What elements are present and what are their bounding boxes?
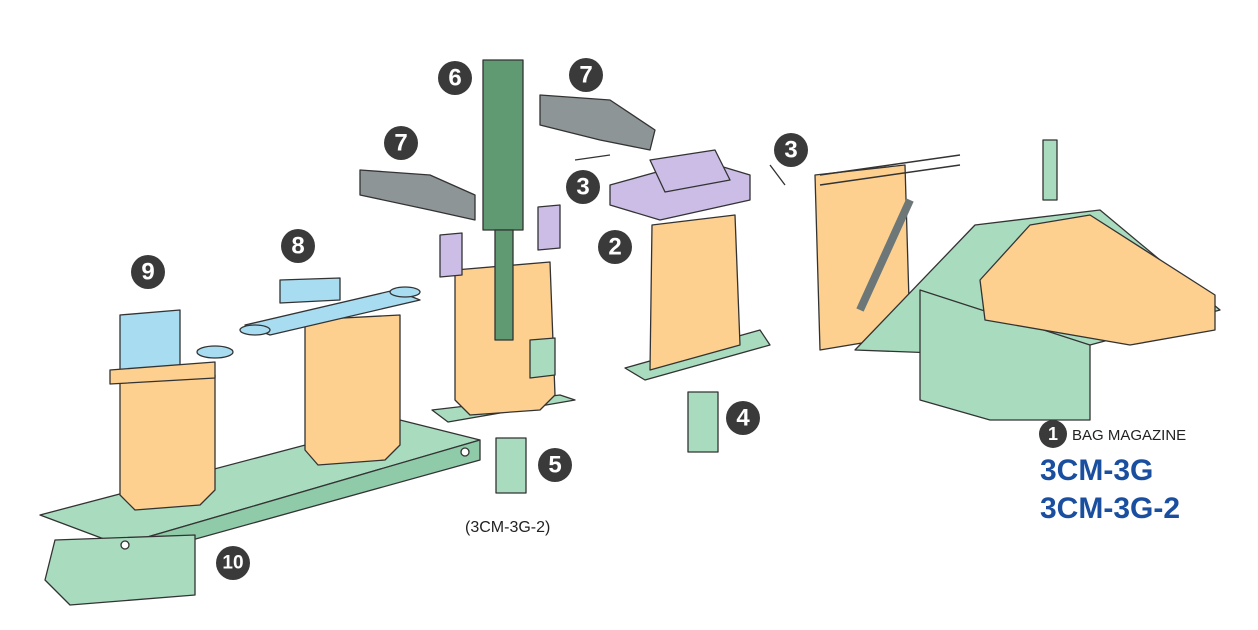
bag-station-8: [239, 277, 421, 466]
callout-2: 2: [598, 230, 632, 264]
svg-text:9: 9: [141, 259, 154, 286]
model-name-2: 3CM-3G-2: [1040, 492, 1180, 525]
callout-1: 1: [1039, 420, 1067, 448]
svg-text:7: 7: [579, 62, 592, 89]
svg-text:2: 2: [608, 234, 621, 261]
option-note: (3CM-3G-2): [465, 519, 550, 536]
callout-6: 6: [438, 61, 472, 95]
svg-text:1: 1: [1048, 424, 1058, 444]
svg-text:6: 6: [448, 65, 461, 92]
callout-7b: 7: [384, 126, 418, 160]
gripper-station: [574, 149, 786, 453]
callout-10: 10: [216, 546, 250, 580]
bag-station-9: [109, 309, 234, 511]
filling-station: [359, 59, 656, 494]
callout-3b: 3: [774, 133, 808, 167]
svg-text:5: 5: [548, 452, 561, 479]
svg-text:7: 7: [394, 130, 407, 157]
callout-7a: 7: [569, 58, 603, 92]
callout-4: 4: [726, 401, 760, 435]
svg-text:3: 3: [784, 137, 797, 164]
callout-5: 5: [538, 448, 572, 482]
model-name-1: 3CM-3G: [1040, 454, 1153, 487]
callout-9: 9: [131, 255, 165, 289]
conveyor: [39, 419, 481, 606]
bag-magazine-label: BAG MAGAZINE: [1072, 427, 1186, 444]
svg-text:8: 8: [291, 233, 304, 260]
svg-text:3: 3: [576, 174, 589, 201]
svg-text:4: 4: [736, 405, 750, 432]
callout-8: 8: [281, 229, 315, 263]
callout-3a: 3: [566, 170, 600, 204]
svg-text:10: 10: [222, 553, 243, 574]
bag-magazine: [814, 139, 1221, 421]
